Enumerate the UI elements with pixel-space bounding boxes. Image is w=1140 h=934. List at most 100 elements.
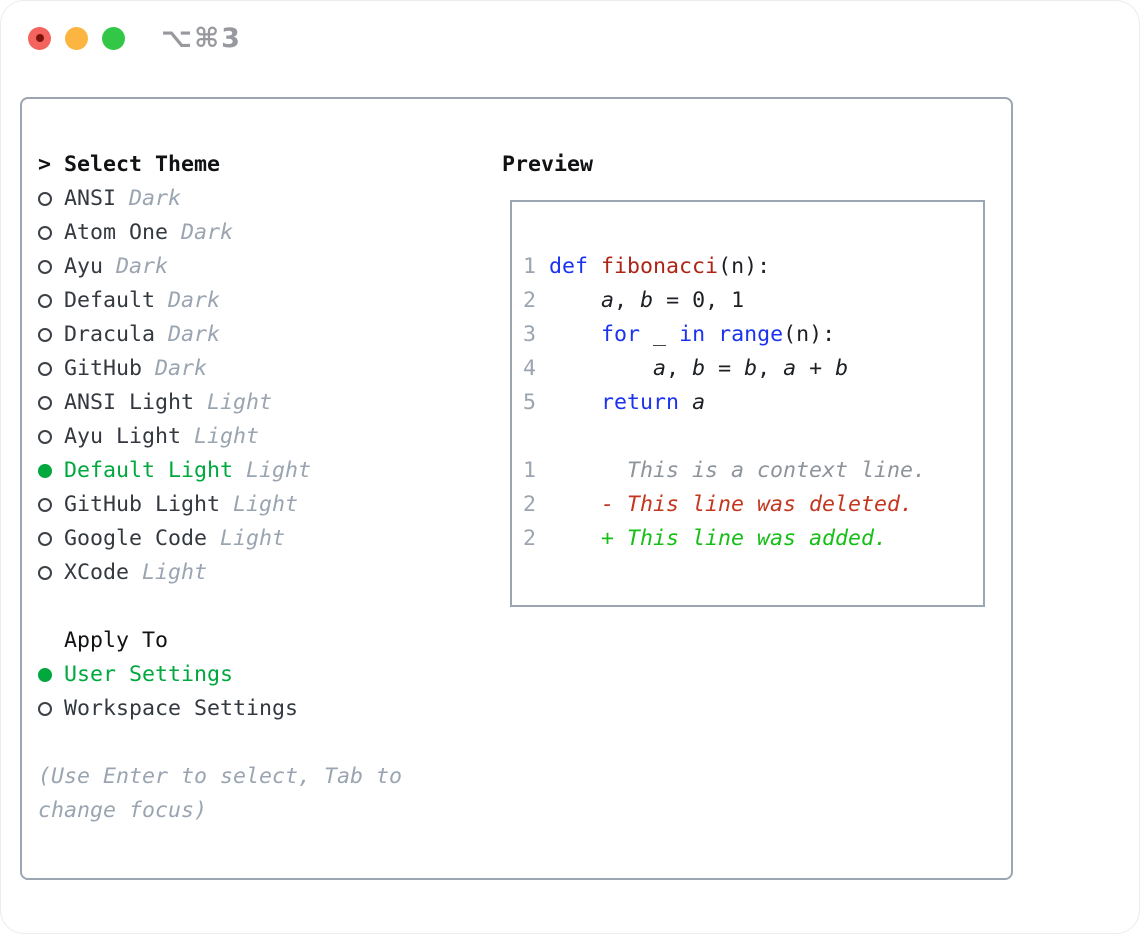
select-theme-header: > Select Theme [38, 148, 478, 182]
apply-to-title: Apply To [64, 628, 169, 653]
preview-line: 3 for _ in range(n): [523, 322, 836, 347]
radio-unselected-icon [38, 328, 52, 342]
theme-option-default[interactable]: Default Dark [38, 284, 478, 318]
theme-option-label: Atom One [64, 220, 169, 245]
keyboard-shortcut-label: ⌥⌘3 [161, 22, 242, 54]
radio-unselected-icon [38, 566, 52, 580]
window-titlebar: ⌥⌘3 [0, 0, 1140, 76]
theme-variant-label: Dark [129, 186, 182, 211]
theme-option-ayu-light[interactable]: Ayu Light Light [38, 420, 478, 454]
preview-line: 1 This is a context line. [523, 458, 927, 483]
radio-slot [38, 226, 64, 240]
spacer [38, 726, 478, 760]
zoom-button[interactable] [102, 26, 125, 50]
radio-slot [38, 532, 64, 546]
theme-option-github-light[interactable]: GitHub Light Light [38, 488, 478, 522]
close-button[interactable] [28, 26, 51, 50]
theme-option-xcode[interactable]: XCode Light [38, 556, 478, 590]
radio-slot [38, 192, 64, 206]
radio-unselected-icon [38, 430, 52, 444]
theme-option-ansi[interactable]: ANSI Dark [38, 182, 478, 216]
radio-slot [38, 668, 64, 682]
theme-option-label: XCode [64, 560, 130, 585]
select-theme-title: Select Theme [64, 152, 221, 177]
radio-unselected-icon [38, 260, 52, 274]
radio-slot [38, 702, 64, 716]
theme-variant-label: Light [142, 560, 208, 585]
radio-unselected-icon [38, 498, 52, 512]
radio-slot [38, 328, 64, 342]
theme-option-ayu[interactable]: Ayu Dark [38, 250, 478, 284]
preview-line: 4 a, b = b, a + b [523, 356, 849, 381]
preview-box: 1 def fibonacci(n): 2 a, b = 0, 1 3 for _ … [510, 200, 985, 607]
theme-variant-label: Dark [116, 254, 169, 279]
theme-variant-label: Dark [181, 220, 234, 245]
spacer [38, 590, 478, 624]
theme-option-google-code[interactable]: Google Code Light [38, 522, 478, 556]
radio-slot [38, 566, 64, 580]
radio-unselected-icon [38, 532, 52, 546]
theme-variant-label: Light [220, 526, 286, 551]
theme-option-label: Ayu [64, 254, 104, 279]
radio-slot [38, 294, 64, 308]
radio-slot [38, 464, 64, 478]
radio-selected-icon [38, 464, 52, 478]
apply-to-header: Apply To [38, 624, 478, 658]
radio-unselected-icon [38, 226, 52, 240]
help-text: (Use Enter to select, Tab to change focu… [38, 760, 478, 828]
radio-unselected-icon [38, 192, 52, 206]
theme-variant-label: Dark [168, 288, 221, 313]
apply-option-label: User Settings [64, 662, 234, 687]
radio-unselected-icon [38, 362, 52, 376]
preview-line [523, 420, 983, 454]
apply-option-workspace-settings[interactable]: Workspace Settings [38, 692, 478, 726]
radio-unselected-icon [38, 702, 52, 716]
preview-line: 5 return a [523, 390, 706, 415]
radio-slot [38, 362, 64, 376]
theme-option-ansi-light[interactable]: ANSI Light Light [38, 386, 478, 420]
preview-panel: Preview 1 def fibonacci(n): 2 a, b = 0, 1… [502, 148, 1002, 607]
help-text-line: change focus) [38, 798, 208, 823]
apply-option-label: Workspace Settings [64, 696, 299, 721]
theme-variant-label: Dark [155, 356, 208, 381]
prompt-icon: > [38, 152, 52, 177]
preview-line: 2 - This line was deleted. [523, 492, 914, 517]
preview-line: 2 + This line was added. [523, 526, 888, 551]
radio-selected-icon [38, 668, 52, 682]
theme-option-atom-one[interactable]: Atom One Dark [38, 216, 478, 250]
theme-variant-label: Dark [168, 322, 221, 347]
preview-line: 2 a, b = 0, 1 [523, 288, 745, 313]
theme-option-label: ANSI [64, 186, 117, 211]
theme-option-label: GitHub [64, 356, 143, 381]
theme-option-label: GitHub Light [64, 492, 221, 517]
radio-slot [38, 430, 64, 444]
preview-header: Preview [502, 148, 1002, 182]
theme-variant-label: Light [246, 458, 312, 483]
radio-slot [38, 396, 64, 410]
preview-line: 1 def fibonacci(n): [523, 254, 771, 279]
theme-option-github[interactable]: GitHub Dark [38, 352, 478, 386]
theme-variant-label: Light [207, 390, 273, 415]
radio-unselected-icon [38, 396, 52, 410]
theme-option-label: Default [64, 288, 156, 313]
help-text-line: (Use Enter to select, Tab to [38, 764, 403, 789]
theme-option-label: ANSI Light [64, 390, 195, 415]
apply-option-user-settings[interactable]: User Settings [38, 658, 478, 692]
theme-variant-label: Light [233, 492, 299, 517]
radio-unselected-icon [38, 294, 52, 308]
radio-slot [38, 260, 64, 274]
theme-option-label: Google Code [64, 526, 208, 551]
theme-option-label: Ayu Light [64, 424, 182, 449]
theme-option-default-light[interactable]: Default Light Light [38, 454, 478, 488]
theme-variant-label: Light [194, 424, 260, 449]
preview-code: 1 def fibonacci(n): 2 a, b = 0, 1 3 for _ … [523, 250, 983, 556]
minimize-button[interactable] [65, 26, 88, 50]
theme-option-label: Default Light [64, 458, 234, 483]
preview-title: Preview [502, 152, 594, 177]
